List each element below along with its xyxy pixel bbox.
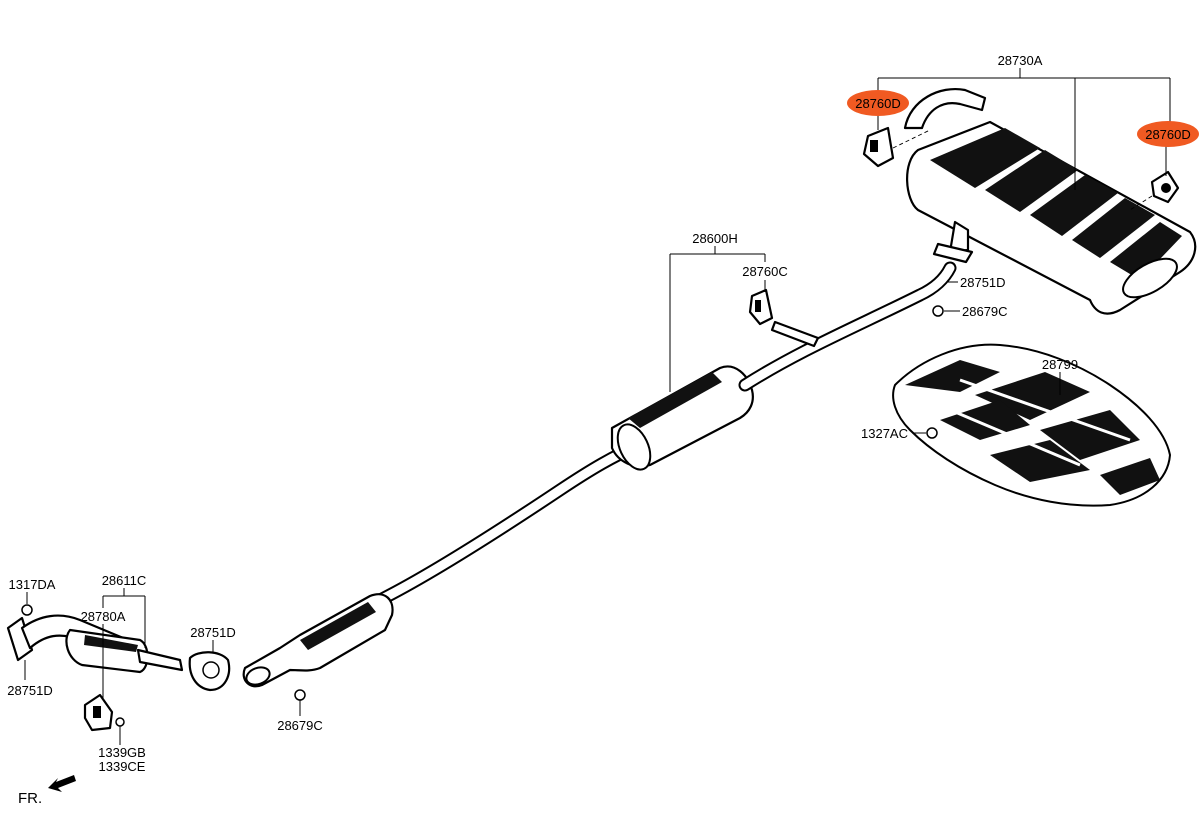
label-28751D-mid: 28751D [190,625,236,640]
front-direction-indicator: FR. [18,775,76,807]
label-28751D-rear: 28751D [960,275,1006,290]
nut-28679C-front[interactable] [294,689,306,701]
label-28780A: 28780A [81,609,126,624]
label-1339CE: 1339CE [99,759,146,774]
label-direction: FR. [18,790,42,807]
label-28679C-front: 28679C [277,718,323,733]
label-1327AC: 1327AC [861,426,908,441]
heat-shield[interactable] [892,343,1172,507]
rear-muffler [903,87,1197,315]
highlight-28760D-right[interactable]: 28760D [1137,121,1199,147]
hanger-rubber-center[interactable] [748,288,774,326]
hanger-rubber-left[interactable] [862,126,895,168]
leader-lines [24,68,1171,745]
label-28611C: 28611C [102,573,147,588]
hanger-rubber-front[interactable] [83,693,114,732]
label-28760C: 28760C [742,264,788,279]
front-pipe-catalyst [6,593,394,692]
nut-1317DA[interactable] [21,604,33,616]
part-labels: 28730A 28600H 28760C 28751D 28679C 28799… [7,53,1078,774]
label-28679C-rear: 28679C [962,304,1008,319]
arrow-front-left-icon [48,775,76,792]
nut-28679C-rear[interactable] [932,305,944,317]
label-28760D-left: 28760D [855,96,901,111]
label-28600H: 28600H [692,231,738,246]
label-1339GB: 1339GB [98,745,146,760]
nut-1327AC[interactable] [926,427,938,439]
label-28760D-right: 28760D [1145,127,1191,142]
center-muffler-pipe [373,261,957,607]
hanger-rubber-right[interactable] [1150,170,1180,204]
highlight-28760D-left[interactable]: 28760D [847,90,909,116]
label-1317DA: 1317DA [9,577,56,592]
label-28730A: 28730A [998,53,1043,68]
label-28751D-front: 28751D [7,683,53,698]
label-28799: 28799 [1042,357,1078,372]
